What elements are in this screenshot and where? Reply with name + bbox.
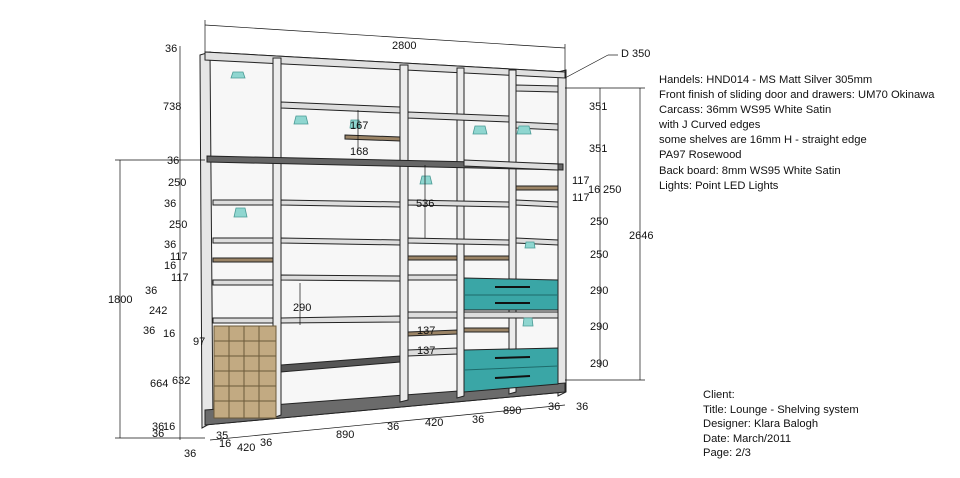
dim-label: 250 [590, 249, 608, 261]
dim-label: 36 [152, 428, 164, 440]
dim-label: 36 [184, 448, 196, 460]
dim-label: 36 [576, 401, 588, 413]
spec-line: Handels: HND014 - MS Matt Silver 305mm [659, 74, 873, 86]
dim-label: 250 [168, 177, 186, 189]
dim-label: 137 [417, 345, 435, 357]
led-lights [230, 71, 536, 327]
dim-label: 36 [152, 421, 164, 433]
dim-label: 290 [590, 358, 608, 370]
dim-label: 168 [350, 146, 368, 158]
overall-width-label: 2800 [392, 40, 416, 52]
dim-label: 35 [216, 430, 228, 442]
dim-label: 36 [387, 421, 399, 433]
designer-label: Designer: Klara Balogh [703, 418, 819, 430]
spec-line: PA97 Rosewood [659, 149, 742, 162]
dim-label: 250 [169, 219, 187, 231]
dim-label: 290 [590, 321, 608, 333]
dim-label: 36 [145, 285, 157, 297]
drawers [463, 277, 559, 393]
left-height-label: 1800 [108, 294, 132, 306]
dim-label: 351 [589, 143, 607, 155]
dim-label: 36 [143, 325, 155, 337]
dim-label: 890 [503, 405, 521, 417]
depth-label: D 350 [621, 48, 650, 60]
dim-label: 36 [167, 155, 179, 167]
dim-label: 36 [164, 239, 176, 251]
spec-line: Carcass: 36mm WS95 White Satin [659, 104, 832, 117]
dim-label: 167 [350, 120, 368, 132]
dim-label: 242 [149, 305, 167, 317]
dim-label: 36 [260, 437, 272, 449]
dim-label: 36 [472, 414, 484, 426]
dim-label: 16 [163, 421, 175, 433]
dim-label: 16 [588, 184, 600, 196]
dim-label: 250 [603, 184, 621, 196]
client-label: Client: [703, 389, 735, 401]
dim-label: 16 [164, 260, 176, 272]
dim-label: 137 [417, 325, 435, 337]
wine-rack [213, 325, 277, 419]
dimension-lines [115, 20, 645, 441]
dim-label: 36 [548, 401, 560, 413]
dim-label: 36 [165, 43, 177, 55]
dim-label: 16 [219, 438, 231, 450]
dim-label: 890 [336, 429, 354, 441]
dim-label: 536 [416, 198, 434, 210]
dim-label: 117 [572, 192, 590, 204]
spec-line: some shelves are 16mm H - straight edge [659, 134, 867, 147]
dim-label: 117 [170, 251, 188, 263]
dim-label: 117 [171, 272, 189, 284]
dim-label: 97 [193, 336, 205, 348]
spec-line: Back board: 8mm WS95 White Satin [659, 164, 841, 177]
spec-line: Lights: Point LED Lights [659, 179, 779, 192]
dim-label: 16 [163, 328, 175, 340]
dim-label: 420 [237, 442, 255, 454]
title-label: Title: Lounge - Shelving system [703, 403, 859, 416]
date-label: Date: March/2011 [703, 432, 792, 445]
dim-label: 117 [572, 175, 590, 187]
overall-height-label: 2646 [629, 230, 653, 242]
dim-label: 664 [150, 378, 168, 390]
spec-line: Front finish of sliding door and drawers… [659, 89, 935, 102]
dim-label: 290 [590, 285, 608, 297]
dim-label: 738 [163, 101, 181, 113]
dim-label: 420 [425, 417, 443, 429]
dim-label: 36 [164, 198, 176, 210]
dimension-labels: 2800 D 350 2646 1800 36 738 36 250 36 25… [108, 40, 653, 460]
dim-label: 290 [293, 302, 311, 314]
spec-line: with J Curved edges [659, 119, 761, 132]
dim-label: 351 [589, 101, 607, 113]
spec-notes: Handels: HND014 - MS Matt Silver 305mm F… [659, 73, 934, 194]
dim-label: 632 [172, 375, 190, 387]
dim-label: 250 [590, 216, 608, 228]
page-label: Page: 2/3 [703, 447, 751, 459]
shelves [206, 84, 564, 373]
title-block: Client: Title: Lounge - Shelving system … [703, 388, 859, 461]
